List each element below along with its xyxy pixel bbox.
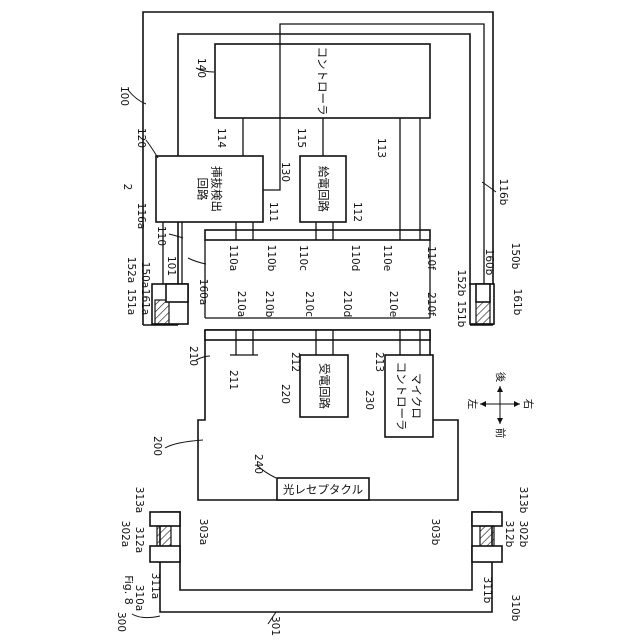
ref-210: 210 bbox=[187, 346, 199, 366]
ref-200: 200 bbox=[151, 436, 163, 456]
ref-110d: 110d bbox=[349, 245, 361, 272]
ref-111: 111 bbox=[267, 202, 279, 222]
ref-311b: 311b bbox=[481, 577, 493, 604]
ref-230: 230 bbox=[363, 390, 375, 410]
power-supply-label: 給電回路 bbox=[317, 166, 331, 212]
ref-210b: 210b bbox=[263, 291, 275, 318]
ref-310b: 310b bbox=[509, 595, 521, 622]
ref-161b: 161b bbox=[511, 289, 523, 316]
ref-130: 130 bbox=[279, 162, 291, 182]
ref-110a: 110a bbox=[227, 245, 239, 271]
insertion-detect-line2: 回路 bbox=[196, 178, 210, 201]
ref-151a: 151a bbox=[125, 289, 137, 315]
ref-160b: 160b bbox=[483, 249, 495, 276]
ref-303a: 303a bbox=[197, 519, 209, 545]
microcontroller-line1: マイクロ bbox=[410, 373, 424, 419]
ref-116b: 116b bbox=[497, 179, 509, 206]
ref-240: 240 bbox=[252, 454, 264, 474]
ref-213: 213 bbox=[373, 352, 385, 372]
ref-302b: 302b bbox=[517, 521, 529, 548]
ref-152b: 152b bbox=[455, 270, 467, 297]
ref-211: 211 bbox=[227, 370, 239, 390]
ref-210d: 210d bbox=[341, 291, 353, 318]
ref-212: 212 bbox=[289, 352, 301, 372]
ref-312a: 312a bbox=[133, 527, 145, 553]
ref-100: 100 bbox=[118, 86, 130, 106]
ref-302a: 302a bbox=[119, 521, 131, 547]
ref-112: 112 bbox=[351, 202, 363, 222]
ref-300: 300 bbox=[115, 612, 127, 632]
ref-116a: 116a bbox=[135, 203, 147, 229]
ref-150a: 150a bbox=[139, 262, 151, 288]
ref-110e: 110e bbox=[381, 245, 393, 272]
controller-label: コントローラ bbox=[316, 47, 330, 116]
ref-160a: 160a bbox=[197, 279, 209, 305]
ref-110: 110 bbox=[155, 226, 167, 246]
ref-101: 101 bbox=[165, 256, 177, 276]
ref-152a: 152a bbox=[125, 257, 137, 283]
ref-303b: 303b bbox=[429, 519, 441, 546]
ref-113: 113 bbox=[375, 138, 387, 158]
ref-115: 115 bbox=[295, 128, 307, 148]
left-detect-unit bbox=[152, 284, 188, 324]
ref-110c: 110c bbox=[297, 245, 309, 271]
ref-210a: 210a bbox=[235, 291, 247, 317]
ref-311a: 311a bbox=[149, 573, 161, 599]
ref-313b: 313b bbox=[517, 487, 529, 514]
dir-front-label: 前 bbox=[494, 428, 507, 439]
ref-310a: 310a bbox=[133, 585, 145, 611]
ref-120: 120 bbox=[135, 128, 147, 148]
ref-210f: 210f bbox=[425, 292, 437, 316]
ref-210c: 210c bbox=[303, 291, 315, 317]
ref-114: 114 bbox=[215, 128, 227, 148]
ref-110b: 110b bbox=[265, 245, 277, 272]
ref-210e: 210e bbox=[387, 291, 399, 318]
dir-right-label: 右 bbox=[522, 399, 535, 410]
ref-313a: 313a bbox=[133, 487, 145, 513]
dir-left-label: 左 bbox=[466, 399, 479, 410]
ref-2: 2 bbox=[121, 184, 133, 191]
microcontroller-line2: コントローラ bbox=[395, 362, 409, 431]
insertion-detect-line1: 挿抜検出 bbox=[210, 166, 224, 212]
ref-110f: 110f bbox=[425, 246, 437, 270]
ref-140: 140 bbox=[195, 58, 207, 78]
ref-312b: 312b bbox=[503, 521, 515, 548]
optical-receptacle-label: 光レセプタクル bbox=[283, 483, 363, 497]
direction-indicator: 左 右 後 前 bbox=[466, 372, 535, 439]
right-detect-unit bbox=[470, 284, 494, 324]
power-receive-label: 受電回路 bbox=[318, 363, 332, 409]
ref-301: 301 bbox=[269, 616, 281, 636]
dir-back-label: 後 bbox=[494, 372, 507, 383]
ref-220: 220 bbox=[279, 384, 291, 404]
ref-151b: 151b bbox=[455, 301, 467, 328]
ref-150b: 150b bbox=[509, 243, 521, 270]
ref-161a: 161a bbox=[139, 289, 151, 315]
